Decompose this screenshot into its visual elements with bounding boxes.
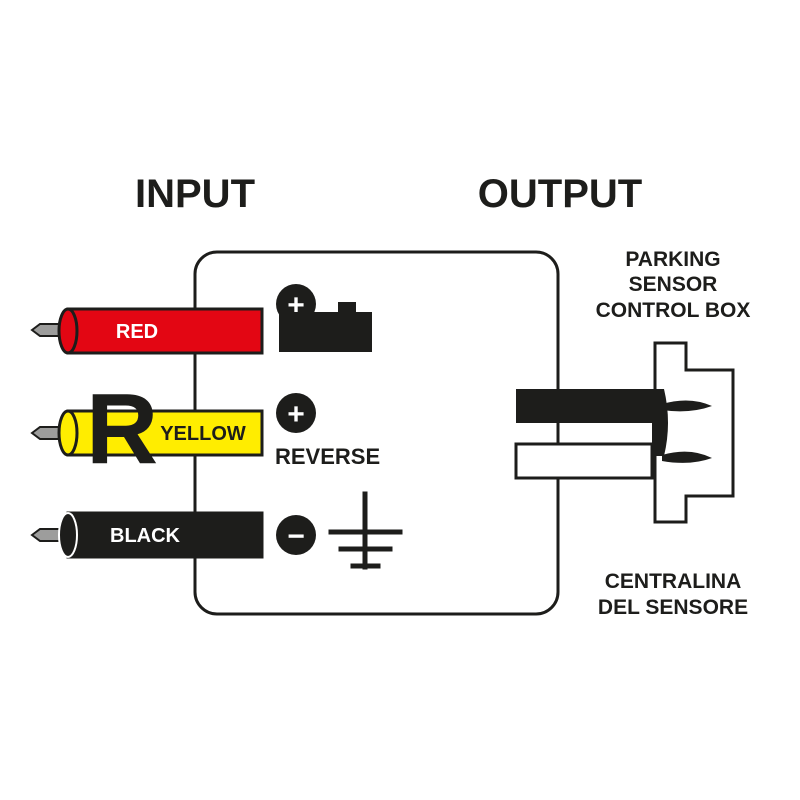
black-wire: BLACK bbox=[30, 511, 264, 559]
connector-plug-icon bbox=[652, 341, 735, 524]
yellow-wire: R YELLOW bbox=[30, 373, 264, 485]
output-cable-black bbox=[516, 389, 652, 423]
red-wire-pin bbox=[30, 323, 63, 337]
yellow-wire-end bbox=[57, 409, 79, 457]
reverse-letter-r: R bbox=[86, 373, 158, 485]
output-cable-white bbox=[514, 442, 654, 480]
battery-icon bbox=[279, 302, 372, 352]
black-wire-pin bbox=[30, 528, 63, 542]
red-wire-end bbox=[57, 307, 79, 355]
yellow-wire-sheath bbox=[66, 409, 264, 457]
black-wire-sheath bbox=[66, 511, 264, 559]
minus-icon: − bbox=[276, 515, 316, 555]
device-name-line2: SENSOR bbox=[629, 273, 718, 296]
red-wire-sheath bbox=[66, 307, 264, 355]
reverse-sign: + bbox=[287, 398, 305, 431]
device-name-line3: CONTROL BOX bbox=[596, 299, 751, 322]
device-name-line1: PARKING bbox=[625, 248, 720, 271]
device-alt-name-line1: CENTRALINA bbox=[605, 570, 742, 593]
negative-sign: − bbox=[287, 520, 305, 553]
yellow-wire-label: YELLOW bbox=[160, 423, 246, 445]
plus-icon: + bbox=[276, 393, 316, 433]
red-wire: RED bbox=[30, 307, 264, 355]
device-alt-name-line2: DEL SENSORE bbox=[598, 596, 748, 619]
input-heading: INPUT bbox=[135, 172, 255, 216]
red-wire-label: RED bbox=[116, 321, 158, 343]
black-wire-end bbox=[58, 512, 78, 558]
reverse-label: REVERSE bbox=[275, 444, 380, 469]
black-wire-label: BLACK bbox=[110, 525, 181, 547]
output-heading: OUTPUT bbox=[478, 172, 642, 216]
ground-icon bbox=[328, 491, 403, 570]
